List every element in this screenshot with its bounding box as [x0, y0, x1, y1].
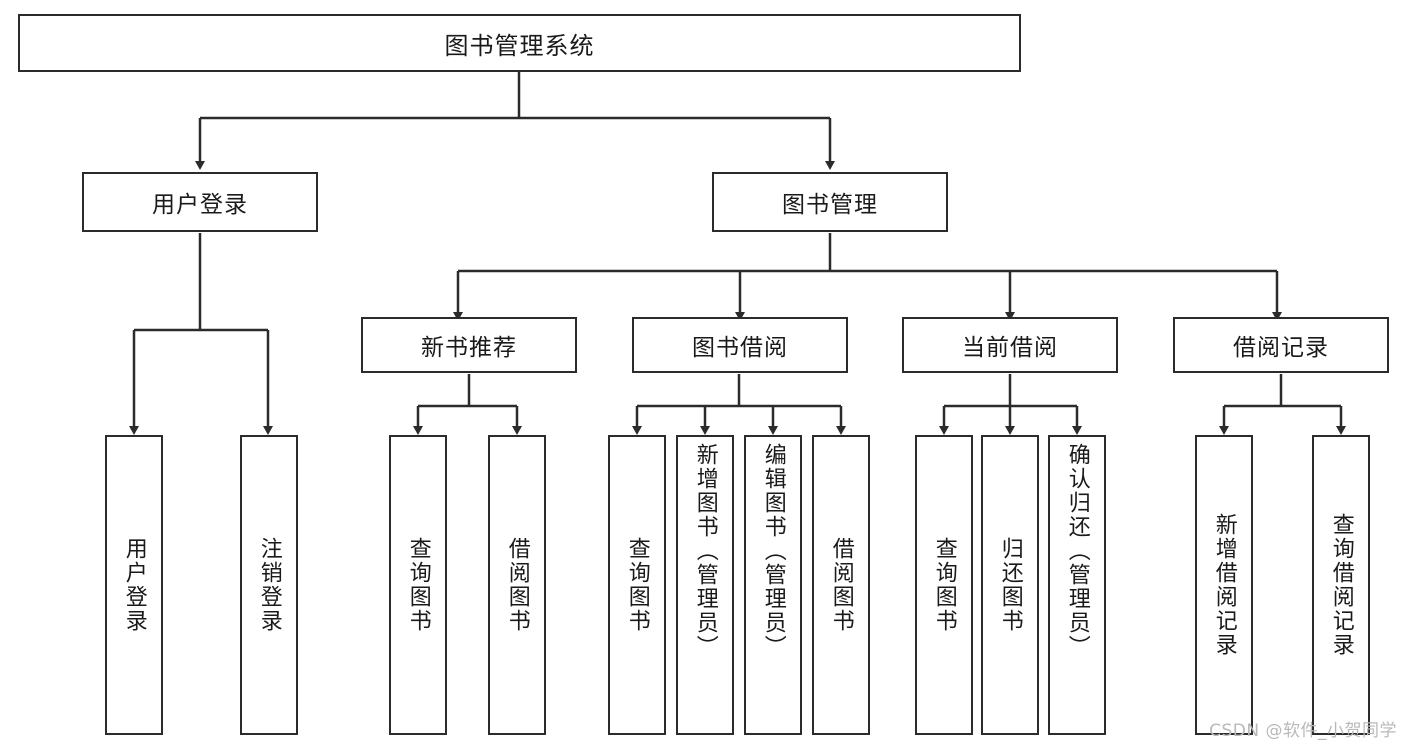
node-label: 查询图书 — [931, 537, 957, 633]
leaf-current-borrow-query[interactable]: 查询图书 — [915, 435, 973, 735]
leaf-current-borrow-return[interactable]: 归还图书 — [981, 435, 1039, 735]
leaf-book-borrow-add[interactable]: 新增图书（管理员） — [676, 435, 734, 735]
node-label: 借阅记录 — [1233, 335, 1329, 361]
leaf-user-login-login[interactable]: 用户登录 — [105, 435, 163, 735]
node-label: 查询借阅记录 — [1328, 513, 1354, 657]
leaf-user-login-logout[interactable]: 注销登录 — [240, 435, 298, 735]
leaf-borrow-record-query[interactable]: 查询借阅记录 — [1312, 435, 1370, 735]
node-label: 图书借阅 — [692, 335, 788, 361]
leaf-book-borrow-query[interactable]: 查询图书 — [608, 435, 666, 735]
node-label: 注销登录 — [256, 537, 282, 633]
node-user-login[interactable]: 用户登录 — [82, 172, 318, 232]
node-label: 确认归还（管理员） — [1064, 443, 1090, 659]
node-book-borrow[interactable]: 图书借阅 — [632, 317, 848, 373]
node-label: 借阅图书 — [828, 537, 854, 633]
node-label: 图书管理 — [782, 192, 878, 218]
node-root-system[interactable]: 图书管理系统 — [18, 14, 1021, 72]
node-current-borrow[interactable]: 当前借阅 — [902, 317, 1118, 373]
leaf-book-borrow-borrow[interactable]: 借阅图书 — [812, 435, 870, 735]
leaf-new-book-query[interactable]: 查询图书 — [389, 435, 447, 735]
watermark: CSDN @软件_小贺同学 — [1209, 721, 1397, 741]
leaf-current-borrow-confirm-return[interactable]: 确认归还（管理员） — [1048, 435, 1106, 735]
node-label: 新增借阅记录 — [1211, 513, 1237, 657]
leaf-book-borrow-edit[interactable]: 编辑图书（管理员） — [744, 435, 802, 735]
leaf-new-book-borrow[interactable]: 借阅图书 — [488, 435, 546, 735]
node-label: 新书推荐 — [421, 335, 517, 361]
node-borrow-record[interactable]: 借阅记录 — [1173, 317, 1389, 373]
node-new-book-recommend[interactable]: 新书推荐 — [361, 317, 577, 373]
node-label: 编辑图书（管理员） — [760, 443, 786, 659]
node-label: 用户登录 — [152, 192, 248, 218]
leaf-borrow-record-add[interactable]: 新增借阅记录 — [1195, 435, 1253, 735]
node-label: 当前借阅 — [962, 335, 1058, 361]
node-book-management[interactable]: 图书管理 — [712, 172, 948, 232]
node-label: 新增图书（管理员） — [692, 443, 718, 659]
node-label: 查询图书 — [405, 537, 431, 633]
node-label: 归还图书 — [997, 537, 1023, 633]
node-label: 图书管理系统 — [444, 31, 595, 60]
node-label: 借阅图书 — [504, 537, 530, 633]
node-label: 用户登录 — [121, 537, 147, 633]
node-label: 查询图书 — [624, 537, 650, 633]
